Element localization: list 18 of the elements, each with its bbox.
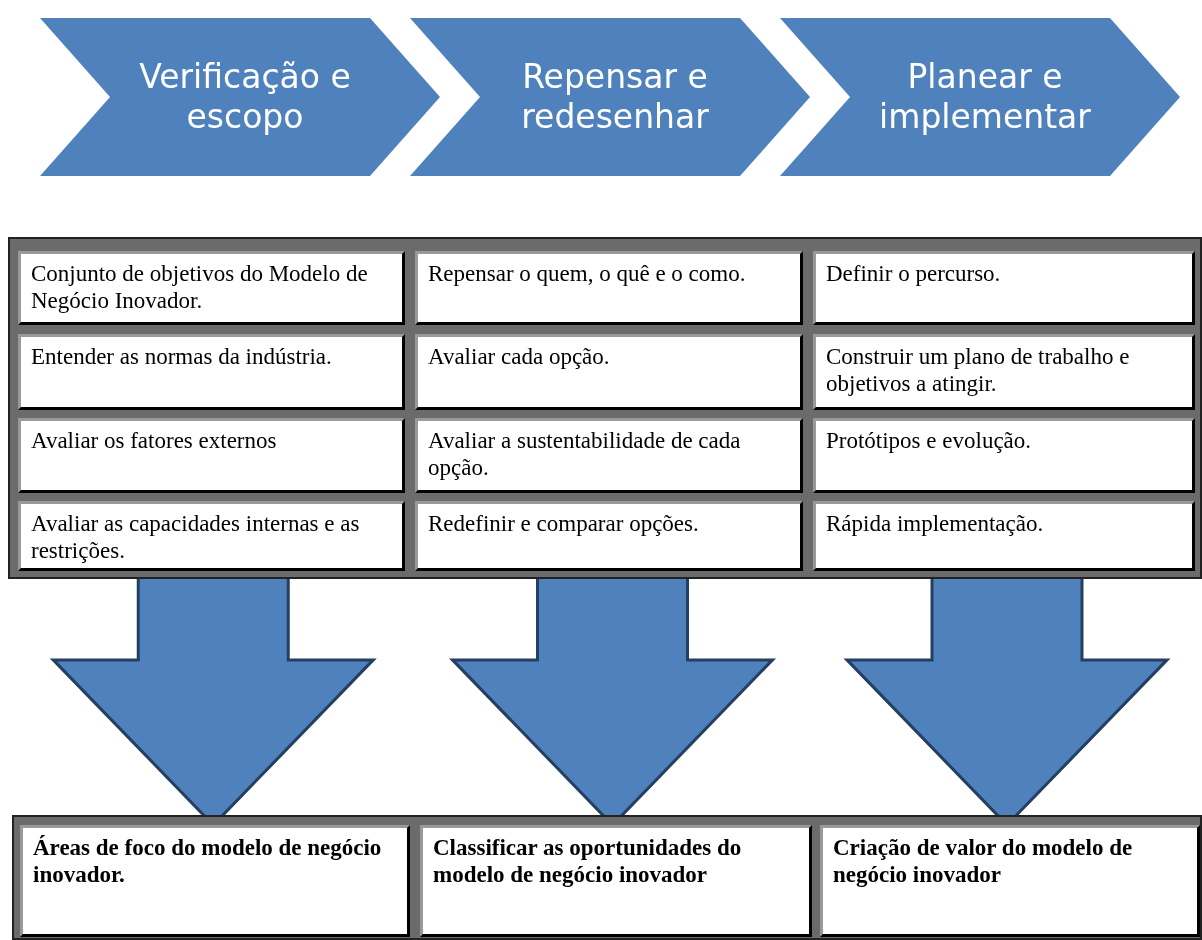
table-cell: Avaliar os fatores externos [18,418,405,493]
table-cell: Avaliar cada opção. [415,334,803,410]
table-cell: Repensar o quem, o quê e o como. [415,251,803,325]
table-cell: Definir o percurso. [813,251,1195,325]
result-cell: Criação de valor do modelo de negócio inovador [820,825,1200,937]
table-cell: Construir um plano de trabalho e objetivos a atingir. [813,334,1195,410]
table-cell: Redefinir e comparar opções. [415,501,803,571]
step-label: Planear e implementar [878,57,1092,137]
step-label: Verificação e escopo [138,57,352,137]
step-label: Repensar e redesenhar [520,57,710,137]
table-cell: Rápida implementação. [813,501,1195,571]
table-cell: Avaliar a sustentabilidade de cada opção. [415,418,803,493]
table-cell: Entender as normas da indústria. [18,334,405,410]
table-cell: Conjunto de objetivos do Modelo de Negócio Inovador. [18,251,405,325]
table-cell: Protótipos e evolução. [813,418,1195,493]
result-cell: Áreas de foco do modelo de negócio inovador. [20,825,410,937]
result-cell: Classificar as oportunidades do modelo de negócio inovador [420,825,812,937]
table-cell: Avaliar as capacidades internas e as restrições. [18,501,405,571]
